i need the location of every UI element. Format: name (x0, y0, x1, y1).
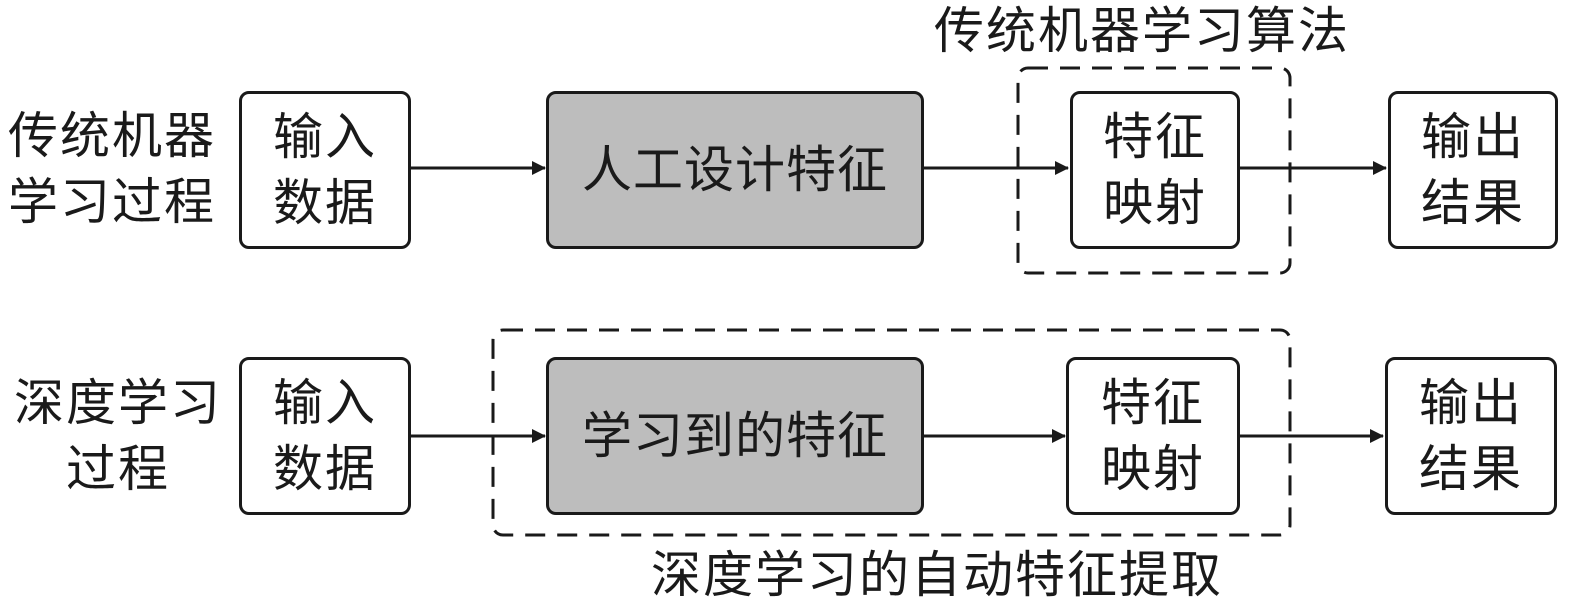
manual-feature-design-label: 人工设计特征 (582, 141, 888, 199)
traditional-algorithm-dashed-group (1016, 66, 1292, 275)
manual-feature-design-box: 人工设计特征 (546, 91, 924, 249)
learned-feature-label: 学习到的特征 (582, 407, 888, 465)
deep-output-result-box: 输出 结果 (1385, 357, 1557, 515)
deep-feature-mapping-label: 特征 映射 (1101, 374, 1205, 498)
learned-feature-box: 学习到的特征 (546, 357, 924, 515)
traditional-input-data-box: 输入 数据 (239, 91, 411, 249)
traditional-output-result-box: 输出 结果 (1388, 91, 1558, 249)
deep-output-result-label: 输出 结果 (1419, 374, 1523, 498)
deep-feature-extraction-dashed-group (491, 328, 1292, 537)
deep-input-data-label: 输入 数据 (273, 374, 377, 498)
traditional-feature-mapping-label: 特征 映射 (1103, 108, 1207, 232)
deep-input-data-box: 输入 数据 (239, 357, 411, 515)
traditional-output-result-label: 输出 结果 (1421, 108, 1525, 232)
traditional-feature-mapping-box: 特征 映射 (1070, 91, 1240, 249)
traditional-process-label: 传统机器 学习过程 (8, 107, 216, 231)
deep-feature-mapping-box: 特征 映射 (1066, 357, 1240, 515)
traditional-algorithm-caption: 传统机器学习算法 (934, 2, 1350, 60)
deep-learning-process-label: 深度学习 过程 (14, 374, 222, 498)
traditional-input-data-label: 输入 数据 (273, 108, 377, 232)
deep-automatic-feature-extraction-caption: 深度学习的自动特征提取 (651, 546, 1223, 604)
